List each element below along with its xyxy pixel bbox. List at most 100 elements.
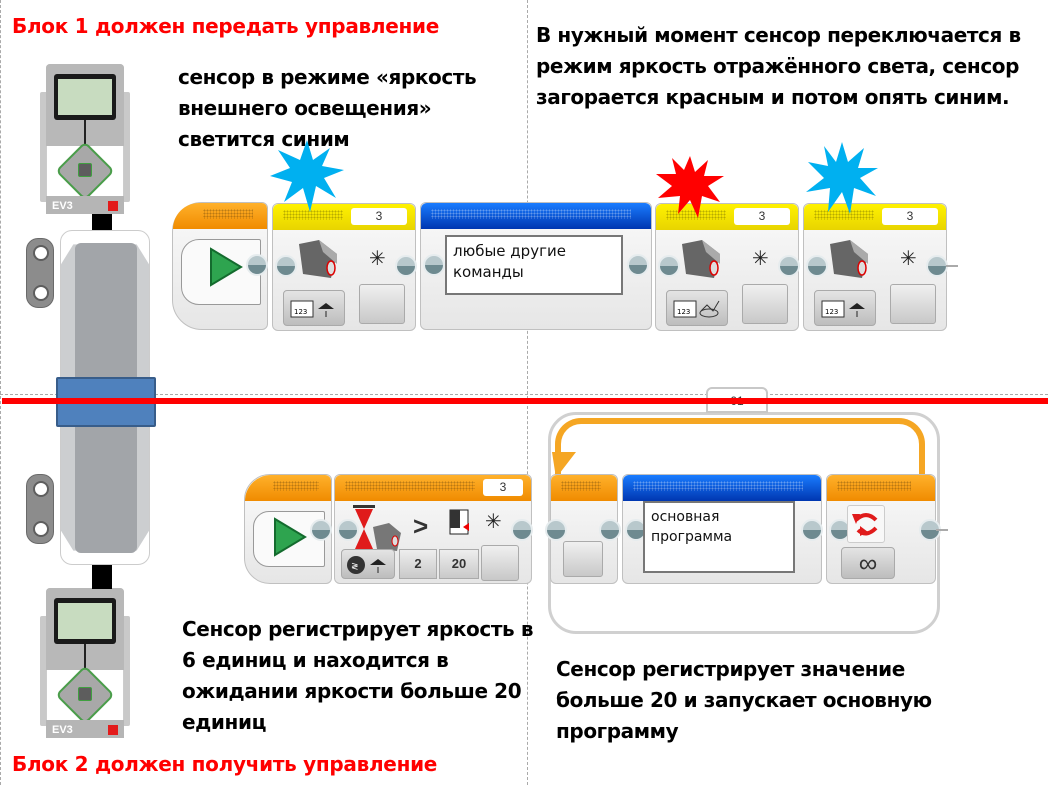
light-icon: ✳ bbox=[369, 248, 386, 270]
caption-line: внешнего освещения» bbox=[178, 96, 432, 120]
connector-plug bbox=[275, 255, 297, 277]
svg-text:123: 123 bbox=[825, 308, 838, 316]
caption-line: Сенсор регистрирует яркость в bbox=[182, 617, 534, 641]
connector-plug bbox=[801, 519, 823, 541]
caption-line: Сенсор регистрирует значение bbox=[556, 657, 905, 681]
lego-logo-icon bbox=[108, 201, 118, 211]
red-burst-icon bbox=[656, 156, 724, 218]
brick-label: EV3 bbox=[52, 200, 73, 212]
measure-reflected-icon: 123 bbox=[673, 300, 720, 318]
compare-symbol: > bbox=[413, 511, 429, 541]
caption-line: загорается красным и потом опять синим. bbox=[536, 85, 1010, 109]
caption-top-left: сенсор в режиме «яркость внешнего освеще… bbox=[178, 62, 477, 155]
caption-line: 6 единиц и находится в bbox=[182, 648, 449, 672]
measure-ambient-icon: 123 bbox=[821, 300, 865, 318]
caption-line: программу bbox=[556, 719, 679, 743]
connector-plug bbox=[658, 255, 680, 277]
comment-block-2[interactable]: основная программа bbox=[622, 474, 823, 584]
light-icon: ✳ bbox=[752, 248, 769, 270]
connector-wire-end bbox=[946, 265, 958, 267]
caption-line: В нужный момент сенсор переключается в bbox=[536, 23, 1021, 47]
divider-vertical bbox=[527, 0, 528, 785]
cable-bottom bbox=[92, 565, 112, 589]
red-separator-line bbox=[2, 398, 1048, 404]
comment-block-1[interactable]: любые другие команды bbox=[420, 202, 652, 330]
svg-text:123: 123 bbox=[677, 308, 690, 316]
heading-block2: Блок 2 должен получить управление bbox=[12, 752, 438, 776]
page-border-left bbox=[0, 0, 1, 785]
comment-text[interactable]: любые другие команды bbox=[445, 235, 623, 295]
mode-selector[interactable]: 123 bbox=[814, 290, 876, 326]
color-sensor-block-1[interactable]: 3 ✳ 123 bbox=[272, 203, 417, 331]
brick-screen bbox=[58, 603, 112, 639]
ev3-brick-1: EV3 bbox=[38, 64, 130, 214]
svg-text:≷: ≷ bbox=[351, 562, 359, 572]
output-slot bbox=[481, 545, 519, 581]
heading-block1: Блок 1 должен передать управление bbox=[12, 14, 439, 38]
divider-horizontal bbox=[0, 394, 1048, 395]
caption-line: единиц bbox=[182, 710, 266, 734]
lego-logo-icon bbox=[108, 725, 118, 735]
caption-line: сенсор в режиме «яркость bbox=[178, 65, 477, 89]
color-sensor-icon bbox=[299, 240, 337, 278]
start-block-1[interactable] bbox=[172, 202, 268, 330]
ev3-brick-2: EV3 bbox=[38, 588, 130, 738]
connector-plug bbox=[778, 255, 800, 277]
svg-text:123: 123 bbox=[294, 308, 307, 316]
cable-top bbox=[92, 214, 112, 232]
loop-start bbox=[545, 474, 621, 584]
loop-arrow-head-icon bbox=[552, 452, 576, 478]
threshold-field[interactable]: 20 bbox=[439, 549, 479, 579]
measure-ambient-icon: 123 bbox=[290, 300, 334, 318]
port-field[interactable]: 3 bbox=[483, 479, 523, 496]
connector-plug bbox=[926, 255, 948, 277]
wait-sensor-icon bbox=[353, 505, 401, 552]
caption-line: ожидании яркости больше 20 bbox=[182, 679, 522, 703]
threshold-icon bbox=[449, 509, 469, 535]
comment-text[interactable]: основная программа bbox=[643, 501, 795, 573]
compare-ambient-icon: ≷ bbox=[347, 556, 386, 574]
mode-selector[interactable]: 123 bbox=[666, 290, 728, 326]
light-icon: ✳ bbox=[485, 511, 502, 533]
connector-plug bbox=[511, 519, 533, 541]
loop-end-block[interactable]: ∞ bbox=[826, 474, 941, 584]
output-slot bbox=[359, 284, 405, 324]
connector-plug bbox=[599, 519, 621, 541]
mode-selector[interactable]: ≷ bbox=[341, 549, 395, 579]
color-sensor-block-3[interactable]: 3 ✳ 123 bbox=[803, 203, 948, 331]
caption-line: режим яркость отражённого света, сенсор bbox=[536, 54, 1020, 78]
connector-beam-bottom bbox=[26, 474, 54, 544]
connector-beam-top bbox=[26, 238, 54, 308]
connector-plug bbox=[246, 254, 268, 276]
blue-burst-icon bbox=[270, 140, 344, 212]
color-sensor-icon bbox=[830, 240, 868, 278]
caption-top-right: В нужный момент сенсор переключается в р… bbox=[536, 20, 1021, 113]
color-sensor-block-2[interactable]: 3 ✳ 123 bbox=[655, 203, 800, 331]
brick-label: EV3 bbox=[52, 724, 73, 736]
connector-plug bbox=[395, 255, 417, 277]
connector-plug bbox=[310, 519, 332, 541]
port-field[interactable]: 3 bbox=[882, 208, 938, 225]
play-icon bbox=[210, 247, 243, 287]
wait-block[interactable]: 3 > ✳ ≷ 2 20 bbox=[334, 474, 533, 584]
connector-plug bbox=[806, 255, 828, 277]
caption-bottom-left: Сенсор регистрирует яркость в 6 единиц и… bbox=[182, 614, 534, 738]
port-field[interactable]: 3 bbox=[734, 208, 790, 225]
caption-line: светится синим bbox=[178, 127, 350, 151]
mode-selector[interactable]: 123 bbox=[283, 290, 345, 326]
port-field[interactable]: 3 bbox=[351, 208, 407, 225]
connector-wire-end bbox=[936, 529, 948, 531]
brick-screen bbox=[58, 79, 112, 115]
output-slot bbox=[742, 284, 788, 324]
light-icon: ✳ bbox=[900, 248, 917, 270]
compare-type-field[interactable]: 2 bbox=[399, 549, 437, 579]
output-slot bbox=[890, 284, 936, 324]
loop-mode-selector[interactable]: ∞ bbox=[841, 547, 895, 579]
connector-plug bbox=[337, 519, 359, 541]
play-icon bbox=[274, 517, 307, 557]
connector-plug bbox=[627, 254, 649, 276]
caption-bottom-right: Сенсор регистрирует значение больше 20 и… bbox=[556, 654, 932, 747]
caption-line: больше 20 и запускает основную bbox=[556, 688, 932, 712]
color-sensor-icon bbox=[682, 240, 720, 278]
blue-burst-icon bbox=[806, 142, 878, 214]
